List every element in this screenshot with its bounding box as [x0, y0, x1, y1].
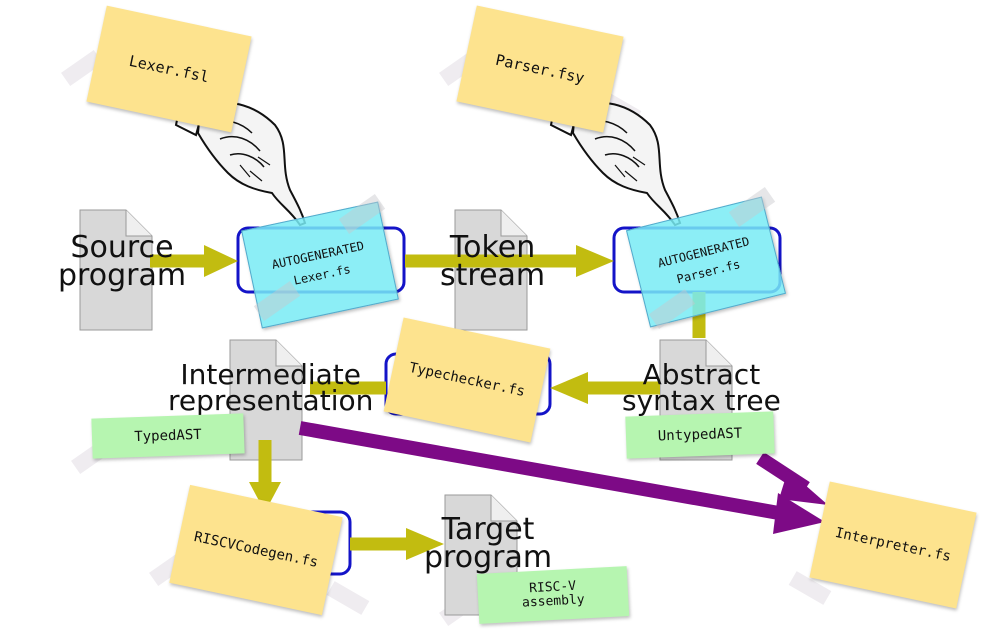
typed-ast-note: TypedAST [91, 413, 245, 459]
interpreter-arrows [298, 421, 828, 534]
flow-arrows [150, 245, 706, 560]
riscv-assembly-note: RISC-V assembly [476, 566, 630, 624]
untyped-ast-note: UntypedAST [625, 411, 775, 459]
